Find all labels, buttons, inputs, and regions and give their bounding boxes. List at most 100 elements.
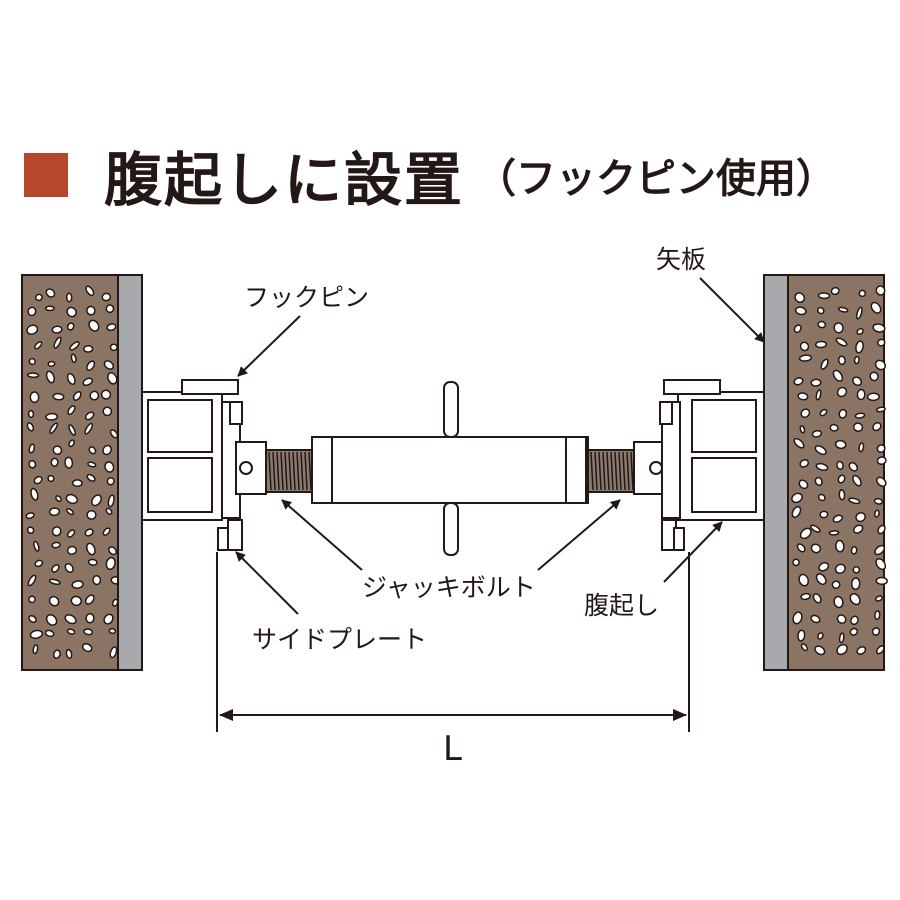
thread-line	[276, 451, 280, 491]
pebble	[51, 564, 60, 573]
pebble	[50, 457, 59, 467]
strut-pipe	[311, 436, 589, 504]
pebble	[852, 524, 864, 534]
title-marker	[24, 153, 68, 197]
pebble	[34, 293, 43, 302]
pebble	[875, 558, 887, 571]
left-jack-bracket	[235, 441, 267, 495]
pebble	[64, 563, 74, 573]
pebble	[798, 354, 813, 362]
pebble	[814, 476, 823, 487]
left-jack-screw	[265, 449, 313, 493]
pebble	[109, 429, 119, 439]
thread-line	[606, 451, 610, 491]
pebble	[49, 422, 59, 434]
pebble	[817, 632, 824, 640]
left-sheet-pile	[117, 274, 143, 671]
pebble	[86, 473, 96, 482]
thread-line	[292, 451, 296, 491]
pebble	[818, 562, 830, 572]
pebble	[830, 286, 840, 296]
pebble	[51, 325, 63, 334]
hook-pin-leader	[237, 315, 301, 377]
pebble	[29, 629, 44, 640]
pebble	[833, 322, 844, 334]
pebble	[876, 444, 886, 454]
pebble	[48, 578, 61, 586]
pebble	[877, 338, 886, 347]
pebble	[797, 629, 806, 642]
pebble	[799, 459, 810, 468]
jack-bolt-leader-left	[281, 499, 363, 571]
dimension-l	[216, 552, 690, 732]
pebble	[838, 489, 846, 501]
pebble	[86, 305, 96, 316]
thread-line	[284, 451, 288, 491]
pebble	[833, 595, 844, 609]
pebble	[799, 425, 806, 434]
pebble	[86, 509, 97, 520]
pebble	[52, 392, 65, 401]
pebble	[52, 445, 63, 456]
pebble	[89, 390, 100, 401]
left-waler	[141, 379, 243, 551]
pebble	[44, 305, 55, 312]
pebble	[856, 388, 866, 401]
pebble	[814, 445, 827, 456]
handle-bar	[443, 381, 459, 556]
pebble	[874, 544, 886, 556]
pebble	[105, 507, 113, 515]
pebble	[815, 462, 829, 471]
side-plate-label: サイドプレート	[252, 625, 427, 654]
pebble	[799, 527, 812, 540]
pebble	[876, 456, 887, 465]
pebble	[852, 474, 862, 487]
pebble	[837, 474, 846, 484]
pebble	[47, 474, 55, 483]
thread-line	[594, 451, 598, 491]
pebble	[798, 573, 810, 587]
pebble	[872, 323, 886, 333]
pebble	[28, 615, 37, 623]
pebble	[47, 360, 56, 367]
thread-line	[610, 451, 614, 491]
pebble	[793, 377, 804, 386]
thread-line	[280, 451, 284, 491]
thread-line	[308, 451, 312, 491]
pebble	[819, 510, 829, 519]
pebble	[44, 629, 55, 638]
pebble	[820, 358, 829, 370]
title-row: 腹起しに設置 （フックピン使用）	[24, 140, 836, 214]
pebble	[849, 592, 861, 606]
pebble	[91, 494, 102, 507]
pebble	[105, 556, 116, 571]
right-soil-wall	[787, 274, 888, 671]
pebble	[66, 372, 76, 385]
pebble	[45, 614, 58, 626]
right-soil-pebbles	[791, 285, 888, 656]
pebble	[871, 627, 881, 636]
sheet-pile-leader	[699, 277, 765, 343]
pebble	[34, 559, 44, 568]
pebble	[102, 444, 112, 456]
pebble	[108, 546, 117, 556]
pebble	[811, 429, 823, 438]
pebble	[86, 360, 96, 371]
pebble	[866, 392, 880, 402]
pebble	[67, 405, 76, 416]
pebble	[88, 319, 100, 332]
pebble	[815, 573, 827, 586]
dimension-label: L	[443, 729, 462, 769]
thread-line	[304, 451, 308, 491]
right-sheet-pile	[763, 274, 789, 671]
jack-bolt-leader-right	[537, 499, 621, 571]
pebble	[81, 643, 93, 653]
pebble	[812, 593, 822, 604]
pebble	[82, 377, 93, 387]
pebble	[64, 456, 74, 469]
pebble	[814, 645, 826, 656]
pebble	[797, 392, 809, 401]
pebble	[837, 355, 846, 366]
pebble	[92, 574, 102, 586]
